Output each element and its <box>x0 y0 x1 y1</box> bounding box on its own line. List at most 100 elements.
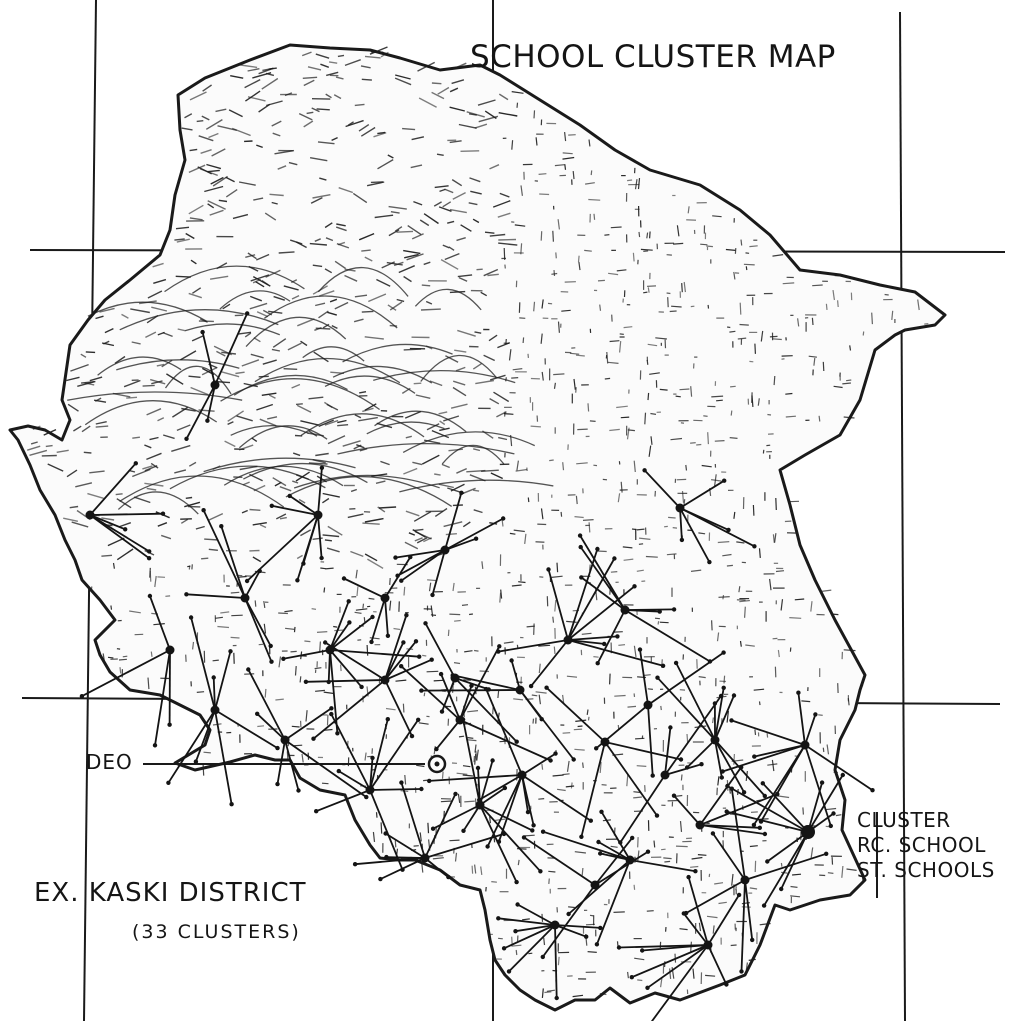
terrain-stroke <box>660 705 662 711</box>
terrain-stroke <box>95 315 104 320</box>
terrain-stroke <box>511 377 519 379</box>
cluster-spoke <box>722 744 806 773</box>
terrain-stroke <box>302 76 318 79</box>
terrain-stroke <box>626 774 629 787</box>
terrain-stroke <box>557 219 560 230</box>
terrain-stroke <box>304 640 311 643</box>
cluster-spoke <box>370 597 386 643</box>
terrain-stroke <box>107 656 114 659</box>
terrain-stroke <box>80 353 87 358</box>
terrain-stroke <box>291 294 300 300</box>
terrain-stroke <box>670 437 683 441</box>
satellite-school-marker <box>430 826 436 831</box>
terrain-stroke <box>252 556 262 563</box>
terrain-stroke <box>492 200 511 208</box>
terrain-stroke <box>403 249 421 255</box>
terrain-stroke <box>655 337 667 340</box>
satellite-school-marker <box>671 607 677 612</box>
terrain-stroke <box>587 951 597 953</box>
terrain-stroke <box>231 614 243 617</box>
terrain-stroke <box>176 424 191 432</box>
cluster-spoke <box>485 688 523 776</box>
cluster-spoke <box>647 651 725 706</box>
terrain-stroke <box>450 403 468 409</box>
satellite-school-marker <box>721 650 726 655</box>
terrain-stroke <box>623 326 633 329</box>
terrain-stroke <box>425 300 433 305</box>
cluster-spoke <box>685 879 746 914</box>
terrain-stroke <box>703 415 708 417</box>
terrain-stroke <box>458 276 468 282</box>
satellite-school-marker <box>378 876 383 882</box>
terrain-stroke <box>499 592 502 603</box>
terrain-stroke <box>85 351 96 354</box>
terrain-stroke <box>344 274 358 282</box>
terrain-stroke <box>395 74 411 80</box>
terrain-stroke <box>238 444 254 451</box>
legend-cluster: CLUSTER <box>857 808 951 832</box>
terrain-stroke <box>331 136 338 142</box>
terrain-stroke <box>431 91 445 100</box>
terrain-stroke <box>610 845 618 848</box>
terrain-stroke <box>247 252 257 260</box>
satellite-school-marker <box>446 874 451 880</box>
satellite-school-marker <box>566 911 571 917</box>
deo-label: DEO <box>86 750 133 774</box>
terrain-stroke <box>541 371 544 381</box>
satellite-school-marker <box>528 683 534 689</box>
terrain-stroke <box>822 361 825 372</box>
terrain-stroke <box>408 532 416 536</box>
terrain-stroke <box>174 469 187 474</box>
cluster-spoke <box>462 804 481 832</box>
terrain-stroke <box>309 157 328 162</box>
cluster-spoke <box>686 739 716 769</box>
terrain-stroke <box>150 651 153 657</box>
terrain-stroke <box>404 541 419 550</box>
terrain-stroke <box>257 725 265 728</box>
terrain-stroke <box>588 522 591 533</box>
satellite-school-marker <box>531 823 536 828</box>
terrain-stroke <box>337 419 347 424</box>
terrain-stroke <box>433 201 442 207</box>
cluster-group <box>184 311 250 441</box>
terrain-stroke <box>129 610 141 614</box>
cluster-spoke <box>369 788 422 791</box>
cluster-spoke <box>424 857 449 878</box>
terrain-stroke <box>319 177 327 181</box>
terrain-stroke <box>470 190 482 195</box>
terrain-stroke <box>389 324 398 327</box>
satellite-school-marker <box>584 934 589 939</box>
satellite-school-marker <box>245 311 250 316</box>
terrain-stroke <box>215 108 227 113</box>
terrain-stroke <box>271 120 282 127</box>
terrain-stroke <box>582 519 594 521</box>
terrain-stroke <box>361 249 371 252</box>
terrain-stroke <box>320 63 330 68</box>
terrain-stroke <box>481 561 484 569</box>
terrain-stroke <box>541 763 544 770</box>
cluster-spoke <box>699 824 760 829</box>
terrain-stroke <box>661 848 666 851</box>
terrain-stroke <box>518 581 526 584</box>
terrain-stroke <box>283 285 299 291</box>
terrain-stroke <box>147 677 150 690</box>
cluster-spoke <box>400 665 461 721</box>
satellite-school-marker <box>632 584 637 589</box>
terrain-stroke <box>549 459 554 462</box>
terrain-stroke <box>324 268 333 274</box>
cluster-group <box>594 647 726 778</box>
terrain-stroke <box>849 345 852 351</box>
terrain-stroke <box>575 719 587 722</box>
terrain-stroke <box>666 292 671 295</box>
satellite-school-marker <box>160 511 166 516</box>
terrain-stroke <box>497 689 500 699</box>
terrain-stroke <box>524 834 535 837</box>
terrain-stroke <box>328 61 338 64</box>
cluster-spoke <box>283 649 331 660</box>
terrain-stroke <box>226 63 241 71</box>
terrain-stroke <box>427 579 438 582</box>
cluster-spoke <box>424 622 456 679</box>
cluster-spoke <box>395 549 446 559</box>
terrain-stroke <box>759 922 771 926</box>
terrain-stroke <box>443 415 460 422</box>
